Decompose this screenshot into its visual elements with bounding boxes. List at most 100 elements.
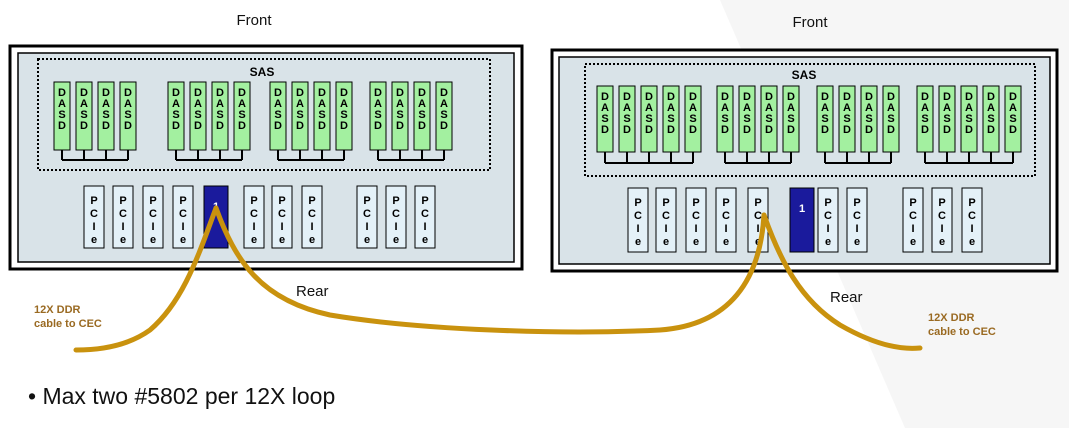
cable-left-to-cec [73,205,219,353]
cable-right-label-line1: 12X DDR [928,312,975,324]
pcie-slot [414,185,436,249]
pcie-slot [112,185,134,249]
pcie-slot [715,187,737,253]
pcie-slot [627,187,649,253]
pcie-slot [961,187,983,253]
pcie-slot [172,185,194,249]
pcie-slot [83,185,105,249]
drawer-left-rear-label: Rear [296,283,329,300]
pcie-slot [931,187,953,253]
pcie-slot [271,185,293,249]
drawer-left-front-label: Front [236,12,272,29]
pcie-slot [846,187,868,253]
drawer-right-sas-label: SAS [792,68,817,82]
bullet-note: • Max two #5802 per 12X loop [28,383,336,409]
pcie-slot [902,187,924,253]
pcie-slot [655,187,677,253]
loop-slot-label: 1 [799,203,805,215]
pcie-slot [301,185,323,249]
drawer-right-rear-label: Rear [830,289,863,306]
pcie-slot [685,187,707,253]
cable-right-label-line2: cable to CEC [928,326,996,338]
drawer-left-sas-label: SAS [250,65,275,79]
pcie-slot [243,185,265,249]
drawer-right-sas-box [584,63,1036,177]
cables [73,205,923,353]
bullet-text: Max two #5802 per 12X loop [42,383,336,409]
cable-left-label-line1: 12X DDR [34,304,81,316]
pcie-slot [817,187,839,253]
loop-slot-1 [789,187,815,253]
drawer-left-sas-box [37,58,491,171]
cable-right-to-cec [761,212,923,351]
pcie-slot [142,185,164,249]
loop-slot-1 [203,185,229,249]
pcie-slot [385,185,407,249]
drawer-right-front-label: Front [792,14,828,31]
cable-left-label-line2: cable to CEC [34,318,102,330]
